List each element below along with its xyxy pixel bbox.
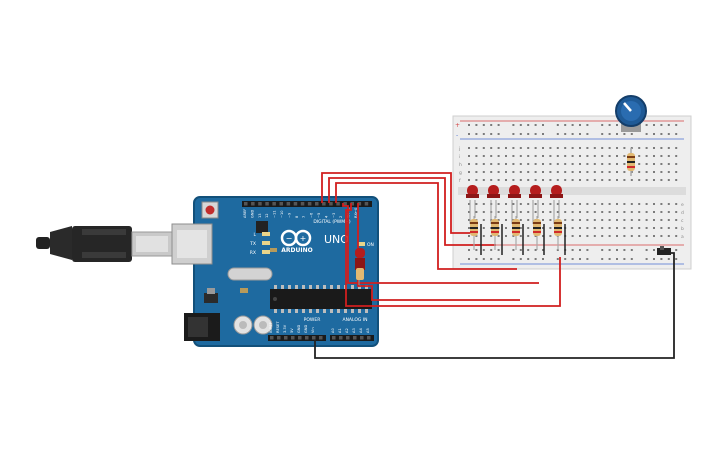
led[interactable] <box>487 185 500 224</box>
pin-label: A1 <box>338 328 342 333</box>
pin-label: GND <box>250 210 254 218</box>
led[interactable] <box>550 185 563 224</box>
power-header <box>268 335 326 341</box>
analog-header <box>330 335 374 341</box>
resistor[interactable] <box>554 216 562 250</box>
pin-label: ~9 <box>287 212 291 218</box>
row-letter: e <box>681 203 684 208</box>
model-text: UNO <box>324 233 349 246</box>
pin-label: 2 <box>339 216 343 218</box>
led-board[interactable] <box>355 248 365 285</box>
pin-label: 8 <box>295 215 299 218</box>
row-letter: b <box>681 226 684 232</box>
pin-label: 3.3V <box>283 324 287 333</box>
brand-text: ARDUINO <box>281 247 312 254</box>
pin-label: ~10 <box>280 210 284 218</box>
pin-label: ~6 <box>310 212 314 218</box>
row-letter: i <box>459 154 460 160</box>
pin-label: IOREF <box>269 322 273 333</box>
atmega-chip <box>270 285 372 313</box>
usb-plug-icon[interactable] <box>36 226 173 262</box>
pin-label: ~3 <box>332 213 336 218</box>
pin-label: Vin <box>311 327 315 333</box>
row-letter: g <box>459 171 462 176</box>
slide-switch[interactable] <box>657 246 671 255</box>
label-rx: RX <box>250 250 256 256</box>
row-letter: a <box>681 235 684 240</box>
label-tx: TX <box>249 241 256 247</box>
analog-header-label: ANALOG IN <box>342 317 367 323</box>
reset-button[interactable] <box>201 201 219 219</box>
resistor-pot[interactable] <box>627 148 635 176</box>
pin-label: 12 <box>265 213 269 218</box>
pin-label: A0 <box>331 328 335 333</box>
row-letter: h <box>459 162 462 168</box>
pin-label: A4 <box>359 328 363 333</box>
resistor[interactable] <box>470 216 478 250</box>
resistor[interactable] <box>491 216 499 250</box>
label-on: ON <box>367 242 374 248</box>
pin-label: GND <box>297 325 301 333</box>
led[interactable] <box>508 185 521 224</box>
rail-plus-label: + <box>455 122 460 129</box>
led-row <box>466 185 566 255</box>
pin-label: GND <box>304 325 308 333</box>
pin-label: 7 <box>302 216 306 218</box>
resistor[interactable] <box>533 216 541 250</box>
pin-label: RESET <box>276 321 280 333</box>
digital-header-label: DIGITAL (PWM~) <box>313 219 351 225</box>
pin-label: 5V <box>290 328 294 333</box>
pin-label: 13 <box>258 213 262 218</box>
pin-label: AREF <box>243 209 247 218</box>
pin-label: A3 <box>352 328 356 333</box>
rail-minus-label: - <box>456 132 458 139</box>
row-letter: j <box>458 146 460 152</box>
wire-ground[interactable] <box>314 252 675 359</box>
potentiometer[interactable] <box>615 95 647 132</box>
row-letter: d <box>681 210 684 216</box>
power-header-label: POWER <box>304 317 321 323</box>
led[interactable] <box>529 185 542 224</box>
pin-label: ~11 <box>273 210 277 218</box>
pin-label: RX←0 <box>354 207 358 218</box>
pin-label: A2 <box>345 328 349 333</box>
row-letter: f <box>459 178 461 184</box>
led[interactable] <box>466 185 479 224</box>
resistor[interactable] <box>512 216 520 250</box>
wires-signal[interactable] <box>321 172 561 307</box>
pin-label: A5 <box>366 328 370 333</box>
digital-header <box>242 201 372 207</box>
pin-label: 4 <box>324 215 328 218</box>
label-l: L <box>253 232 256 238</box>
svg-text:−: − <box>286 234 293 243</box>
svg-text:+: + <box>300 234 307 243</box>
row-letter: c <box>681 219 684 224</box>
pin-label: ~5 <box>317 213 321 218</box>
infinity-logo-icon: − + <box>280 229 312 247</box>
